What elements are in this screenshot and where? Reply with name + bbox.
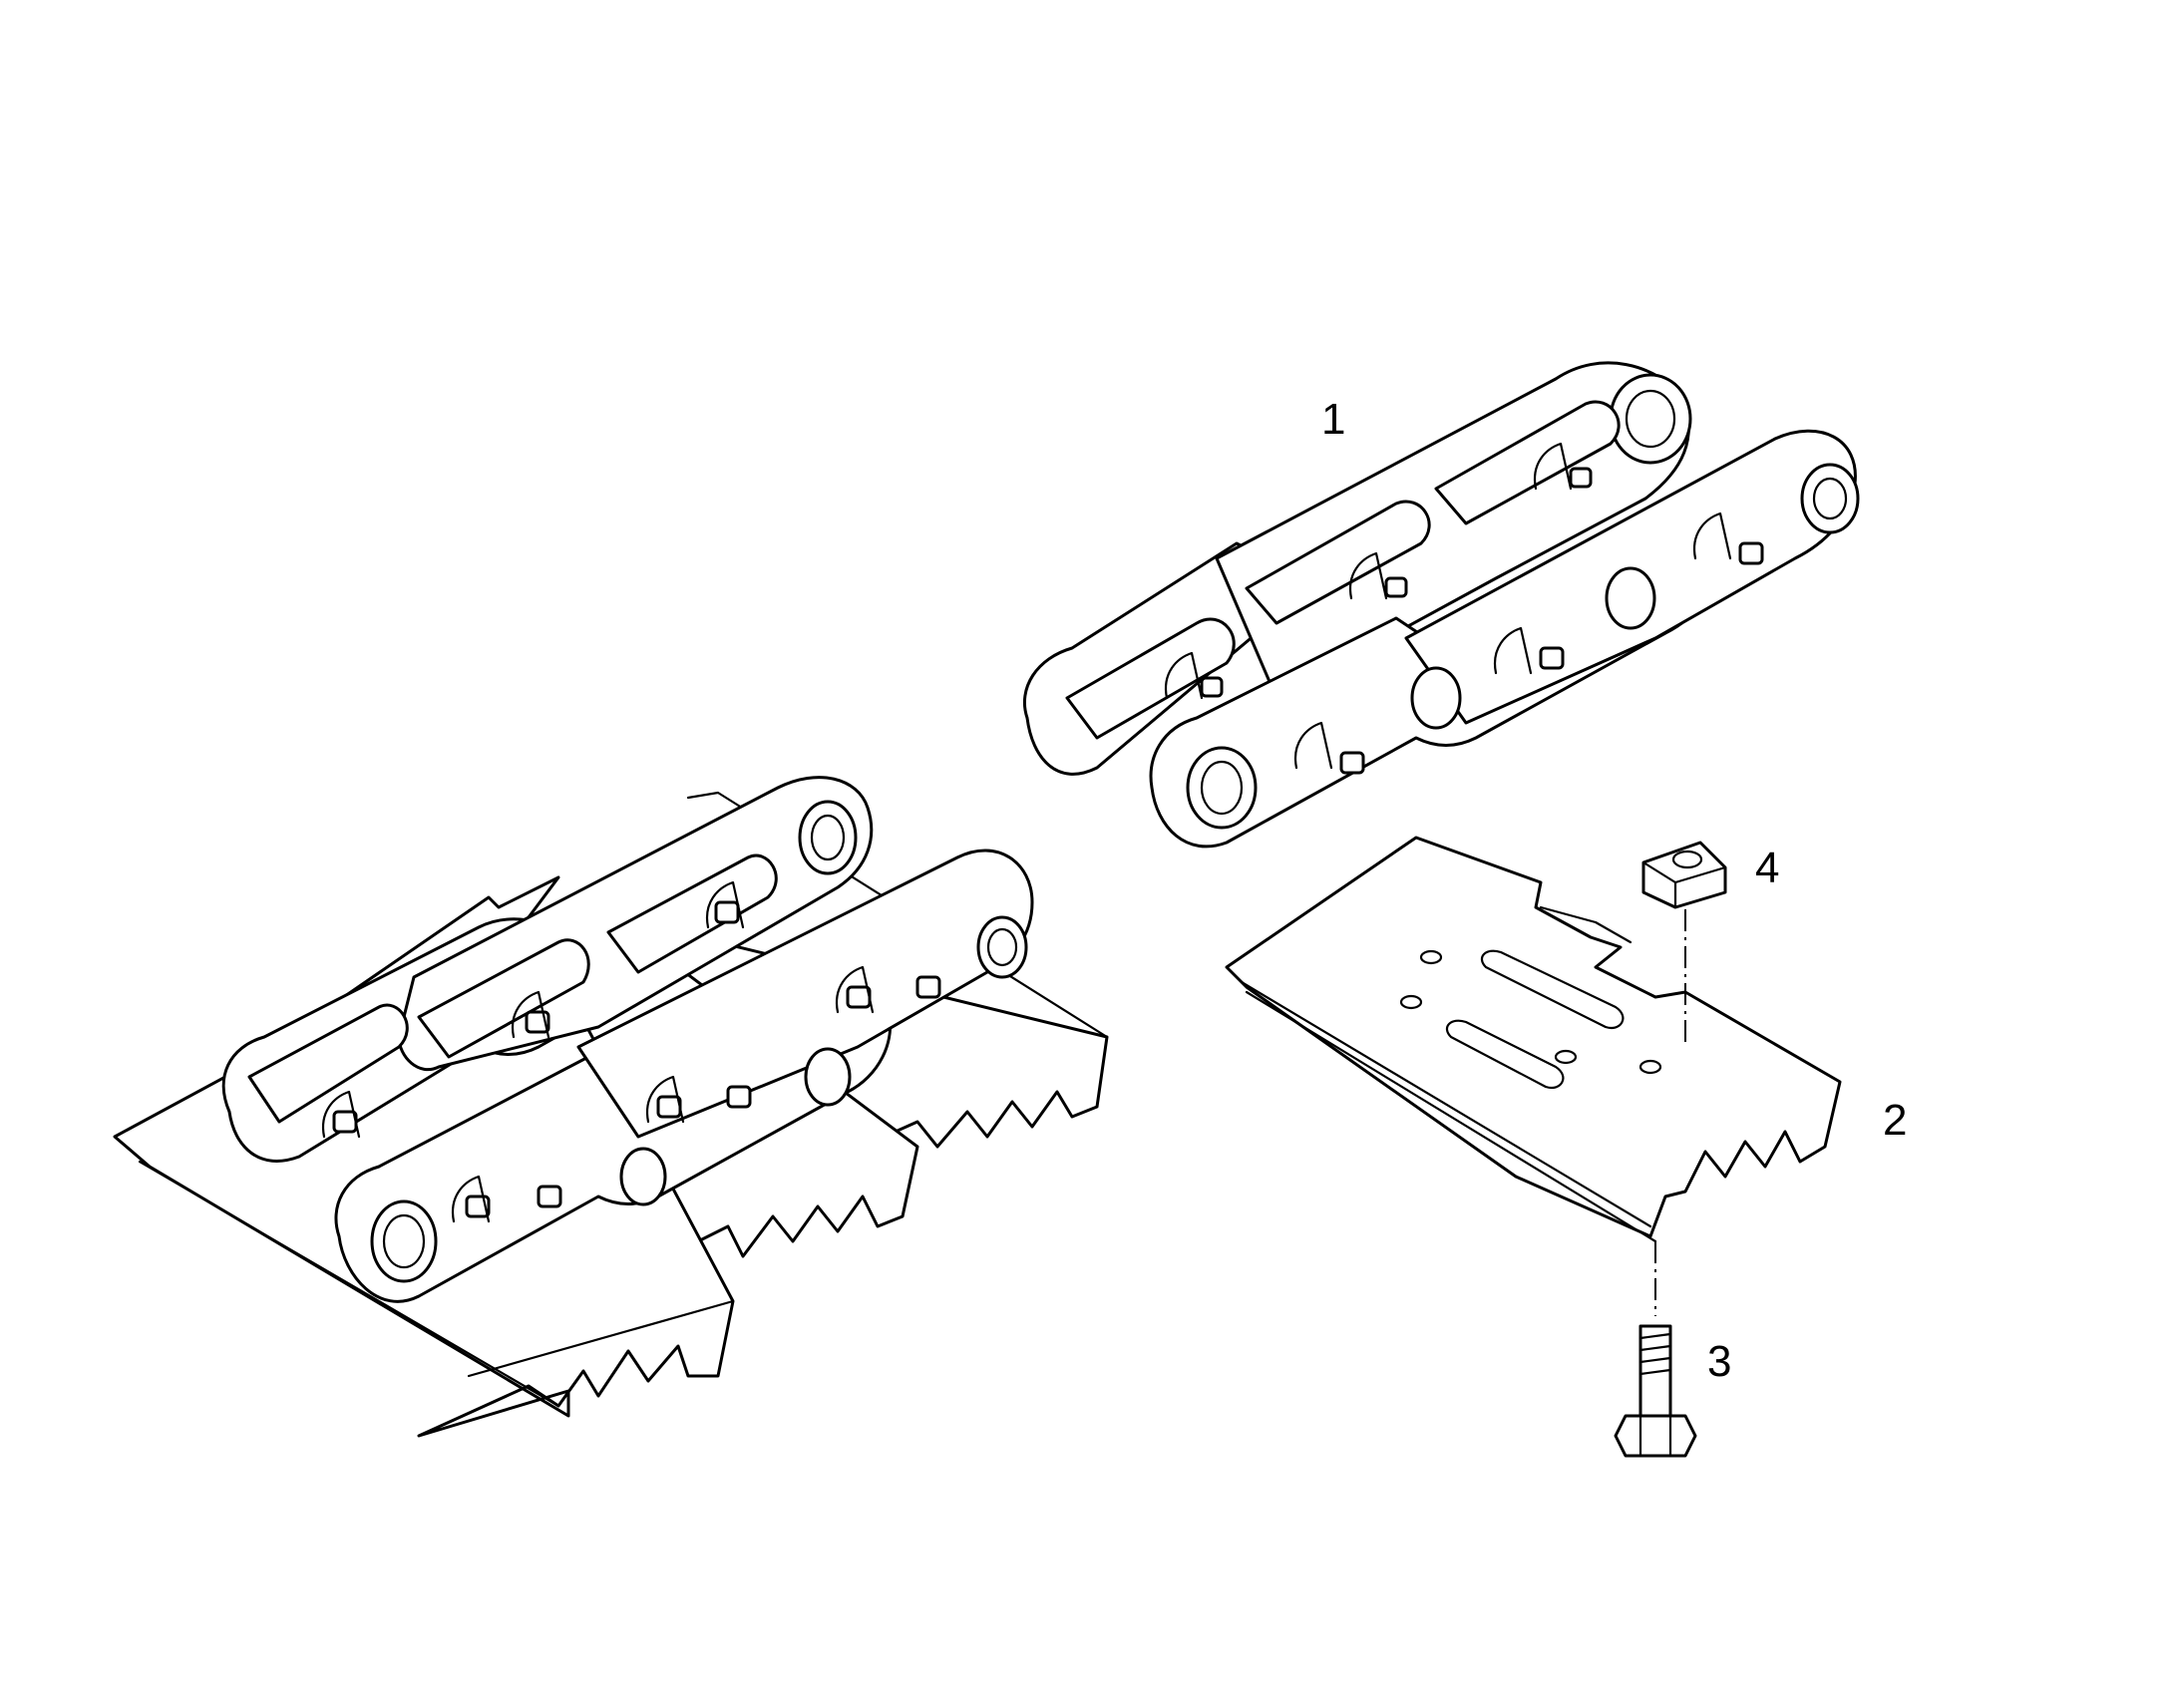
track-link-windows [321, 880, 875, 1223]
track-chain-links-part [1022, 361, 1860, 849]
assembled-track-chain-with-shoes [113, 776, 1109, 1438]
track-pin-bushings [247, 854, 852, 1206]
track-shoe-bolt-part [1614, 1241, 1697, 1458]
callout-4: 4 [1755, 844, 1779, 892]
track-link-front-row [334, 849, 1034, 1303]
callout-3: 3 [1707, 1337, 1731, 1386]
square-nut-part [1641, 841, 1727, 1042]
callout-1: 1 [1321, 395, 1345, 444]
track-shoe-bolt-holes [1399, 949, 1662, 1090]
callout-2: 2 [1883, 1096, 1907, 1145]
track-shoe-part [1225, 836, 1842, 1243]
